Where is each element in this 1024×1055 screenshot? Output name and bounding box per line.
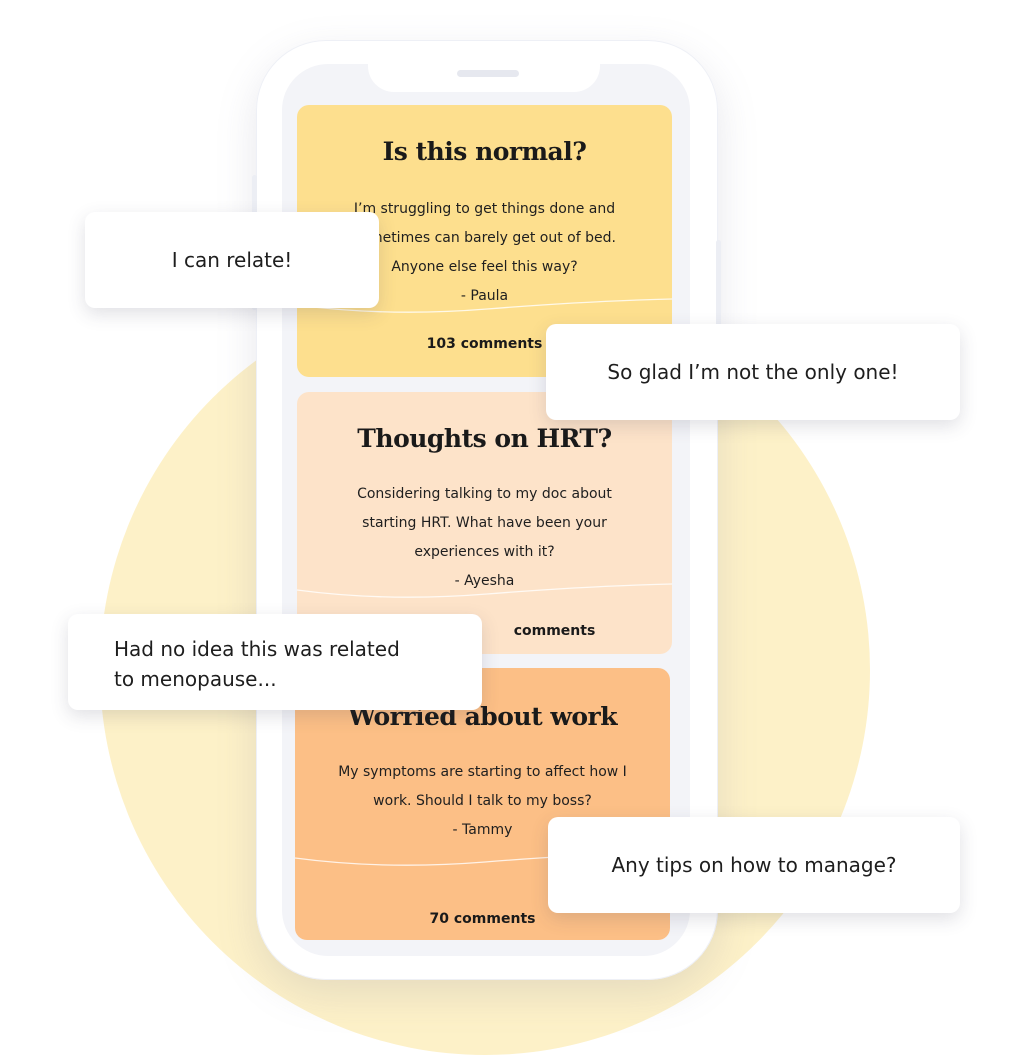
post-comment-count[interactable]: comments [513, 623, 596, 639]
post-body-line: work. Should I talk to my boss? [373, 793, 592, 809]
comment-text: I can relate! [171, 248, 293, 272]
post-body-line: sometimes can barely get out of bed. [353, 230, 616, 246]
comment-text: So glad I’m not the only one! [607, 360, 899, 384]
post-author: - Tammy [452, 822, 513, 838]
post-body-line: My symptoms are starting to affect how I [338, 764, 627, 780]
post-title: Thoughts on HRT? [357, 424, 612, 453]
post-body-line: experiences with it? [414, 544, 555, 560]
comment-bubble: Any tips on how to manage? [548, 817, 960, 913]
comment-bubble: I can relate! [85, 212, 379, 308]
phone-side-button [252, 175, 257, 215]
phone-speaker [457, 70, 519, 77]
phone-notch [368, 64, 600, 92]
post-body: My symptoms are starting to affect how I… [325, 758, 640, 845]
post-comment-count[interactable]: 70 comments [429, 911, 536, 927]
comment-text: Any tips on how to manage? [611, 853, 897, 877]
post-card[interactable]: Thoughts on HRT? Considering talking to … [297, 392, 672, 654]
post-body: I’m struggling to get things done and so… [327, 195, 642, 311]
post-body-line: Considering talking to my doc about [357, 486, 612, 502]
comment-text: to menopause... [114, 667, 277, 691]
post-comment-count[interactable]: 103 comments [426, 336, 543, 352]
post-body: Considering talking to my doc about star… [327, 480, 642, 596]
comment-bubble: Had no idea this was related to menopaus… [68, 614, 482, 710]
comment-bubble: So glad I’m not the only one! [546, 324, 960, 420]
phone-side-button [716, 240, 721, 330]
post-body-line: starting HRT. What have been your [362, 515, 607, 531]
post-author: - Ayesha [454, 573, 515, 589]
card-divider-wave [297, 583, 672, 598]
comment-text: Had no idea this was related [114, 637, 400, 661]
post-title: Is this normal? [382, 137, 587, 166]
post-author: - Paula [460, 288, 509, 304]
card-divider-wave [297, 298, 672, 313]
post-body-line: I’m struggling to get things done and [353, 201, 616, 217]
post-body-line: Anyone else feel this way? [391, 259, 578, 275]
